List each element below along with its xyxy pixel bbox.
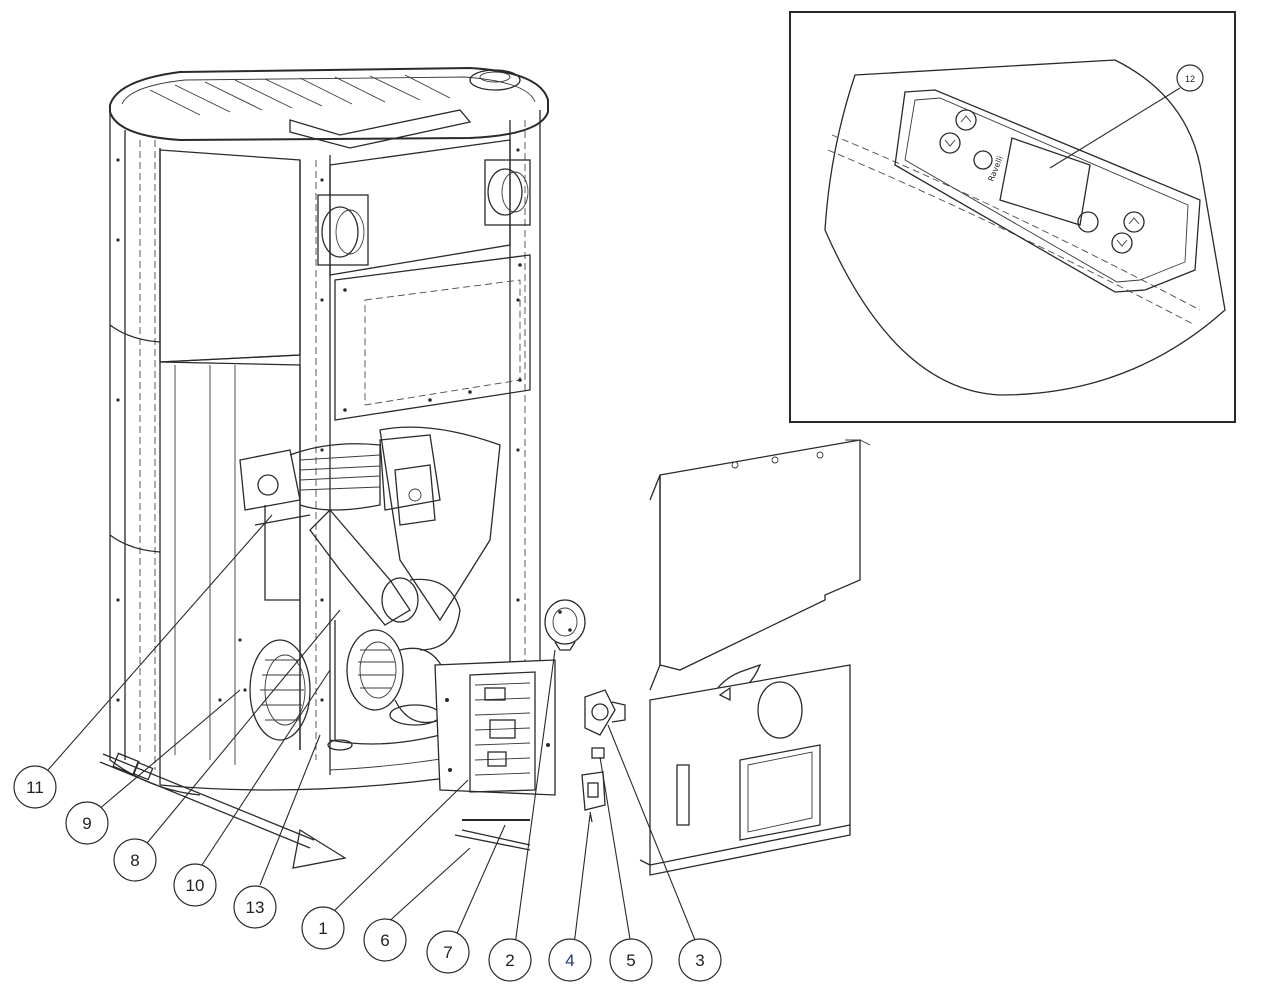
pressure-switch [544, 599, 586, 651]
callout-13: 13 [233, 885, 277, 929]
lower-grille [739, 744, 821, 841]
callout-3: 3 [678, 938, 722, 982]
panel-brand-text: Ravelli [987, 155, 1005, 183]
switch-component [591, 747, 605, 759]
auger-motor [239, 434, 441, 526]
callout-9: 9 [65, 801, 109, 845]
callout-5: 5 [609, 938, 653, 982]
callout-4: 4 [548, 938, 592, 982]
callout-1: 1 [301, 906, 345, 950]
callout-10: 10 [173, 863, 217, 907]
leader-lines [47, 514, 698, 946]
callout-label: 6 [380, 931, 389, 950]
control-panel-inset: Ravelli [789, 11, 1236, 423]
callout-2: 2 [488, 938, 532, 982]
internal-components [239, 426, 501, 751]
combustion-fan [249, 639, 311, 741]
rear-cover-panel [639, 439, 871, 876]
callout-7: 7 [426, 930, 470, 974]
callout-label: 1 [318, 919, 327, 938]
callout-label: 5 [626, 951, 635, 970]
thermostat-component [584, 689, 626, 736]
callout-label: 11 [26, 778, 44, 797]
convection-fan [346, 629, 451, 726]
callout-label: 10 [186, 876, 205, 895]
callout-11: 11 [13, 765, 57, 809]
transformer-box [581, 771, 606, 823]
callout-label: 3 [695, 951, 704, 970]
electronic-board [434, 659, 556, 851]
callout-label: 7 [443, 943, 452, 962]
callout-8: 8 [113, 838, 157, 882]
callout-12: 12 [1176, 64, 1204, 92]
callout-6: 6 [363, 918, 407, 962]
callout-label: 8 [130, 851, 139, 870]
callout-label: 4 [565, 951, 574, 970]
callouts: 11 9 8 10 13 1 6 7 [13, 64, 1204, 982]
stove-body [109, 66, 549, 796]
direction-arrow [99, 752, 347, 869]
callout-label: 13 [246, 898, 265, 917]
flue-outlet-left [317, 194, 369, 266]
flue-outlet-right [484, 159, 531, 226]
callout-label: 12 [1185, 74, 1195, 84]
callout-label: 2 [505, 951, 514, 970]
callout-label: 9 [82, 814, 91, 833]
